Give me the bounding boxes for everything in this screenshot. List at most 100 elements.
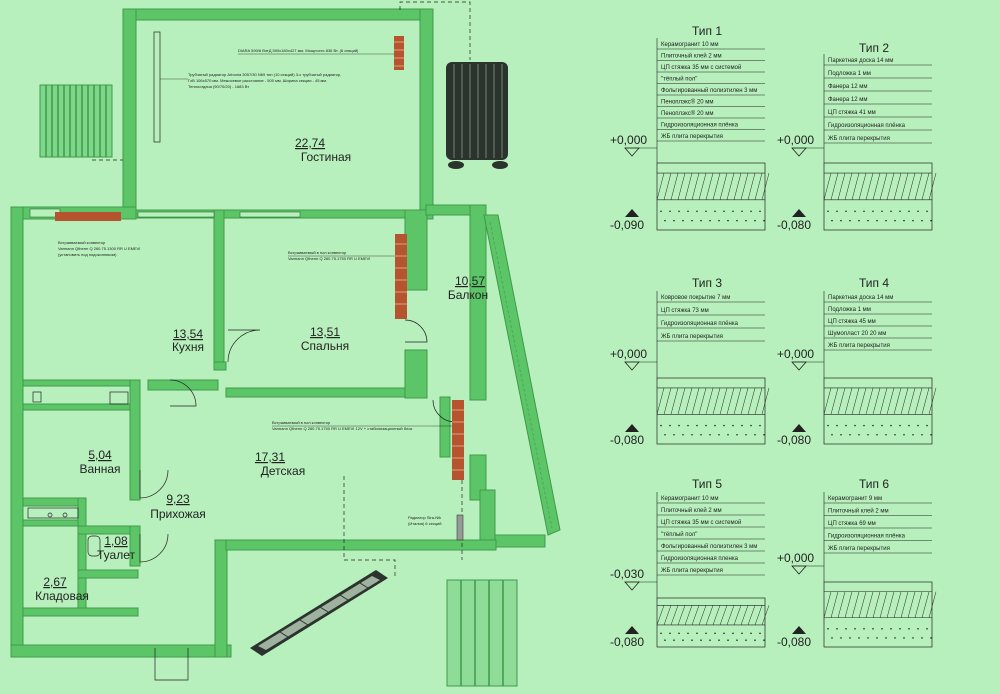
level-mark-top: +0,000	[610, 347, 647, 361]
floor-layer-label: Гидроизоляционная пленка	[661, 556, 739, 562]
note-radiator-1: Радиатор Sira-Nik	[408, 515, 441, 520]
floor-convector-image	[250, 570, 388, 656]
room-name-living: Гостиная	[301, 150, 351, 164]
radiator-section-image	[446, 579, 518, 687]
floor-layer-label: Подложка 1 мм	[828, 71, 871, 77]
level-mark-bottom: -0,080	[610, 635, 644, 649]
floor-section	[656, 377, 766, 445]
room-area-storage: 2,67	[43, 575, 67, 589]
floor-layer-label: Керамогранит 10 мм	[661, 42, 719, 48]
note-leaders	[160, 53, 452, 427]
floor-layer-label: Плиточный клей 2 мм	[661, 507, 722, 514]
floor-layer-label: ЖБ плита перекрытия	[661, 568, 723, 574]
level-triangle-icon	[625, 209, 639, 217]
room-area-balcony: 10,57	[455, 274, 485, 288]
note-bedroom-1: Встраиваемый в пол конвектор	[288, 250, 347, 255]
room-area-toilet: 1,08	[104, 534, 128, 548]
note-living-2: ГхВ 106х570 мм. Межосевое расстояние - 5…	[188, 78, 327, 83]
floor-layer-label: "тёплый пол"	[661, 76, 697, 83]
floor-section	[823, 581, 933, 648]
floor-layer-label: Пеноплэкс® 20 мм	[661, 99, 713, 106]
note-kids-1: Встраиваемый в пол конвектор	[272, 420, 331, 425]
floor-layer-label: ЖБ плита перекрытия	[828, 136, 890, 142]
floor-layer-label: Фанера 12 мм	[828, 84, 867, 90]
floor-layer-label: ЦП стяжка 69 мм	[828, 521, 876, 527]
convector-bedroom	[395, 234, 407, 319]
section-concrete	[660, 632, 765, 641]
walls	[10, 8, 546, 658]
floor-layer-label: Шумопласт 20 20 мм	[828, 331, 886, 337]
section-hatch	[823, 172, 937, 200]
floor-layer-label: ЦП стяжка 45 мм	[828, 319, 876, 325]
section-hatch	[656, 605, 770, 626]
room-area-hall: 9,23	[166, 492, 190, 506]
level-triangle-icon	[624, 581, 640, 591]
section-concrete	[827, 628, 932, 639]
floor-type-title: Тип 1	[692, 24, 722, 38]
floor-layer-label: ЦП стяжка 73 мм	[661, 308, 709, 314]
floor-layer-label: Плиточный клей 2 мм	[828, 508, 889, 515]
floor-layer-label: Пеноплэкс® 20 мм	[661, 110, 713, 117]
note-kids-2: Varmann Qtherm Q 260.75.1750 RR U EMEVI …	[272, 426, 412, 431]
floor-layer-label: Фанера 12 мм	[828, 97, 867, 103]
floor-layer-label: Гидроизоляционная плёнка	[661, 123, 739, 129]
floor-layer-label: Подложка 1 мм	[828, 307, 871, 313]
doors	[139, 319, 456, 681]
floor-section	[823, 162, 933, 231]
level-triangle-icon	[792, 424, 806, 432]
level-triangle-icon	[624, 147, 640, 157]
floor-layer-label: Гидроизоляционная плёнка	[828, 534, 906, 540]
level-triangle-icon	[625, 626, 639, 634]
level-mark-top: +0,000	[777, 133, 814, 147]
floor-type-title: Тип 5	[692, 477, 722, 491]
note-living-1: Трубчатый радиатор Arbonia 3057/30 N69 т…	[188, 72, 341, 77]
radiator-cast-iron-image	[446, 62, 508, 169]
level-mark-top: +0,000	[777, 347, 814, 361]
section-hatch	[823, 387, 937, 415]
level-mark-bottom: -0,080	[777, 433, 811, 447]
level-triangle-icon	[624, 361, 640, 371]
floor-layer-label: ЦП стяжка 41 мм	[828, 110, 876, 116]
section-concrete	[827, 424, 932, 436]
floor-layer-label: ЦП стяжка 35 мм с системой	[661, 64, 741, 71]
convector-kitchen	[55, 212, 121, 221]
level-mark-bottom: -0,080	[777, 218, 811, 232]
balcony-wall	[483, 214, 561, 536]
room-name-bedroom: Спальня	[301, 339, 349, 353]
convector-living	[394, 36, 404, 70]
radiator-living-tube	[153, 31, 161, 143]
radiator-green-image	[39, 84, 113, 158]
note-kitchen-3: (установить под подоконником)	[58, 252, 117, 257]
spec-notes: DIARA 590/6 ВэтД 590х180х427 мм. Мощност…	[58, 48, 441, 526]
room-name-storage: Кладовая	[35, 589, 89, 603]
room-area-bedroom: 13,51	[310, 325, 340, 339]
section-concrete	[827, 210, 932, 222]
floor-layer-label: Керамогранит 9 мм	[828, 496, 882, 502]
room-name-hall: Прихожая	[150, 507, 206, 521]
floor-layer-label: Паркетная доска 14 мм	[828, 58, 893, 64]
room-name-toilet: Туалет	[97, 548, 135, 562]
note-kitchen-1: Встраиваемый конвектор	[58, 240, 106, 245]
floor-section	[656, 597, 766, 648]
convector-units	[55, 31, 464, 541]
floor-section	[656, 162, 766, 231]
floor-type-title: Тип 3	[692, 276, 722, 290]
floor-layer-label: Гидроизоляционная плёнка	[661, 321, 739, 327]
section-concrete	[660, 424, 765, 436]
floor-layer-label: ЖБ плита перекрытия	[661, 334, 723, 340]
note-bedroom-2: Varmann Qtherm Q 260.75.1750 RR U EMEVI	[288, 256, 370, 261]
level-mark-top: +0,000	[610, 133, 647, 147]
bath-fixtures	[27, 391, 129, 557]
level-triangle-icon	[791, 565, 807, 575]
room-name-kids: Детская	[261, 464, 305, 478]
radiator-kids	[456, 514, 464, 541]
floor-layer-label: Фольгированный полиэтилен 3 мм	[661, 87, 757, 94]
room-name-balcony: Балкон	[448, 288, 488, 302]
level-triangle-icon	[792, 626, 806, 634]
